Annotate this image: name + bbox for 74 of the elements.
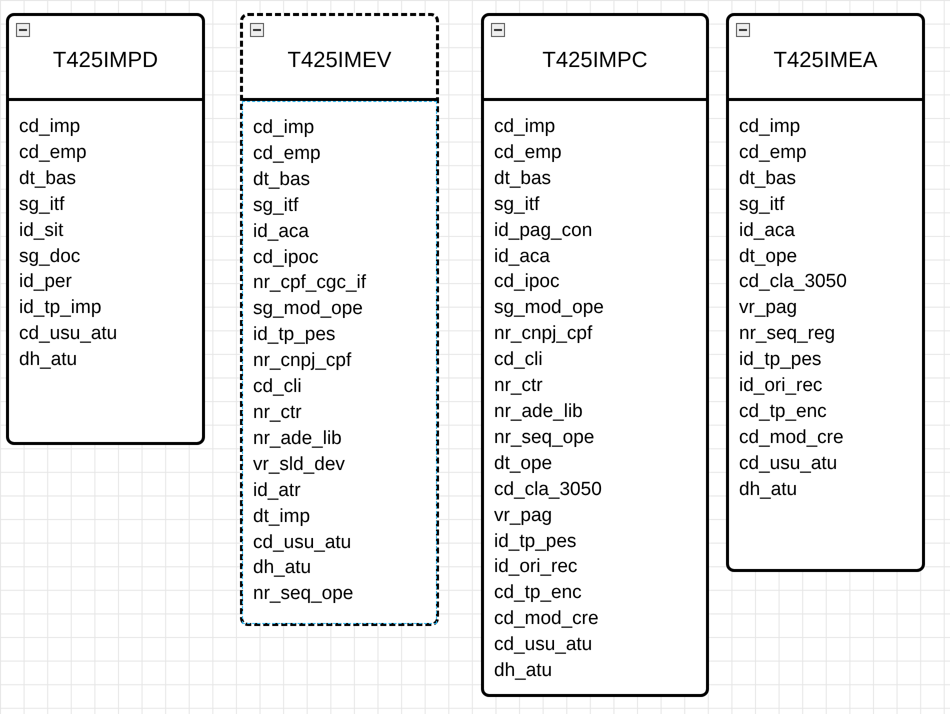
- field-name: cd_cli: [494, 348, 544, 372]
- field-name: cd_ipoc: [253, 246, 320, 270]
- field-name: nr_ade_lib: [494, 400, 584, 424]
- field-name: dt_ope: [739, 244, 798, 269]
- table-title: T425IMPD: [52, 46, 158, 74]
- field-name: cd_emp: [253, 142, 322, 166]
- field-name: cd_ipoc: [494, 270, 560, 294]
- field-name: sg_itf: [253, 194, 300, 218]
- field-name: nr_seq_reg: [739, 322, 836, 346]
- field-name: vr_pag: [494, 504, 554, 528]
- field-name: cd_emp: [494, 140, 563, 165]
- table-box: [240, 13, 439, 626]
- field-name: cd_usu_atu: [739, 452, 838, 476]
- field-name: cd_imp: [739, 115, 802, 139]
- table-title: T425IMEV: [288, 46, 392, 74]
- field-name: dh_atu: [739, 478, 798, 502]
- field-name: cd_tp_enc: [739, 400, 828, 424]
- field-name: sg_mod_ope: [494, 296, 605, 320]
- field-name: id_per: [19, 270, 73, 294]
- field-name: cd_cli: [253, 375, 303, 400]
- field-name: dt_ope: [494, 452, 554, 476]
- field-name: cd_emp: [739, 140, 808, 165]
- field-name: cd_mod_cre: [494, 607, 600, 632]
- field-name: sg_itf: [19, 192, 66, 217]
- table-title: T425IMPC: [542, 46, 648, 74]
- field-name: dh_atu: [253, 556, 312, 580]
- field-name: id_sit: [19, 218, 64, 243]
- table-box: [481, 13, 709, 697]
- field-name: dt_bas: [739, 166, 798, 191]
- field-name: nr_ctr: [494, 374, 544, 398]
- field-name: nr_cnpj_cpf: [253, 349, 352, 374]
- field-name: cd_emp: [19, 140, 88, 165]
- field-name: nr_cnpj_cpf: [494, 322, 594, 346]
- field-name: id_tp_imp: [19, 296, 102, 320]
- field-name: dt_bas: [494, 166, 552, 191]
- field-name: sg_mod_ope: [253, 297, 364, 322]
- field-name: nr_ctr: [253, 400, 303, 425]
- field-name: nr_seq_ope: [494, 426, 596, 450]
- field-name: sg_itf: [739, 192, 786, 217]
- field-name: id_ori_rec: [494, 555, 578, 580]
- field-name: id_tp_pes: [494, 530, 578, 554]
- field-name: id_atr: [253, 478, 302, 503]
- field-name: id_tp_pes: [253, 323, 336, 348]
- field-name: cd_usu_atu: [253, 530, 352, 554]
- field-name: cd_imp: [253, 116, 316, 140]
- field-name: dh_atu: [19, 348, 78, 372]
- field-name: nr_ade_lib: [253, 426, 343, 451]
- field-name: cd_usu_atu: [494, 633, 594, 658]
- table-title: T425IMEA: [774, 46, 878, 74]
- field-name: dt_bas: [253, 168, 312, 192]
- field-name: nr_seq_ope: [253, 582, 354, 606]
- table-box: [6, 13, 205, 445]
- field-name: id_pag_con: [494, 218, 594, 243]
- field-name: sg_doc: [19, 244, 82, 269]
- field-name: cd_imp: [494, 115, 556, 139]
- field-name: cd_cla_3050: [494, 478, 603, 502]
- field-name: cd_tp_enc: [494, 581, 583, 606]
- field-name: nr_cpf_cgc_if: [253, 271, 368, 296]
- field-name: sg_itf: [494, 192, 540, 217]
- field-name: id_aca: [494, 244, 551, 269]
- field-name: cd_usu_atu: [19, 322, 118, 346]
- field-name: id_tp_pes: [739, 348, 822, 372]
- field-name: vr_pag: [739, 296, 798, 320]
- field-name: cd_mod_cre: [739, 426, 845, 450]
- field-name: dt_bas: [19, 166, 78, 191]
- table-box: [726, 13, 925, 572]
- field-name: dt_imp: [253, 504, 312, 529]
- field-name: id_aca: [739, 218, 796, 243]
- field-name: cd_cla_3050: [739, 270, 848, 294]
- field-name: cd_imp: [19, 115, 82, 139]
- field-name: dh_atu: [494, 659, 554, 684]
- field-name: id_aca: [253, 220, 310, 244]
- field-name: id_ori_rec: [739, 374, 824, 398]
- field-name: vr_sld_dev: [253, 452, 346, 477]
